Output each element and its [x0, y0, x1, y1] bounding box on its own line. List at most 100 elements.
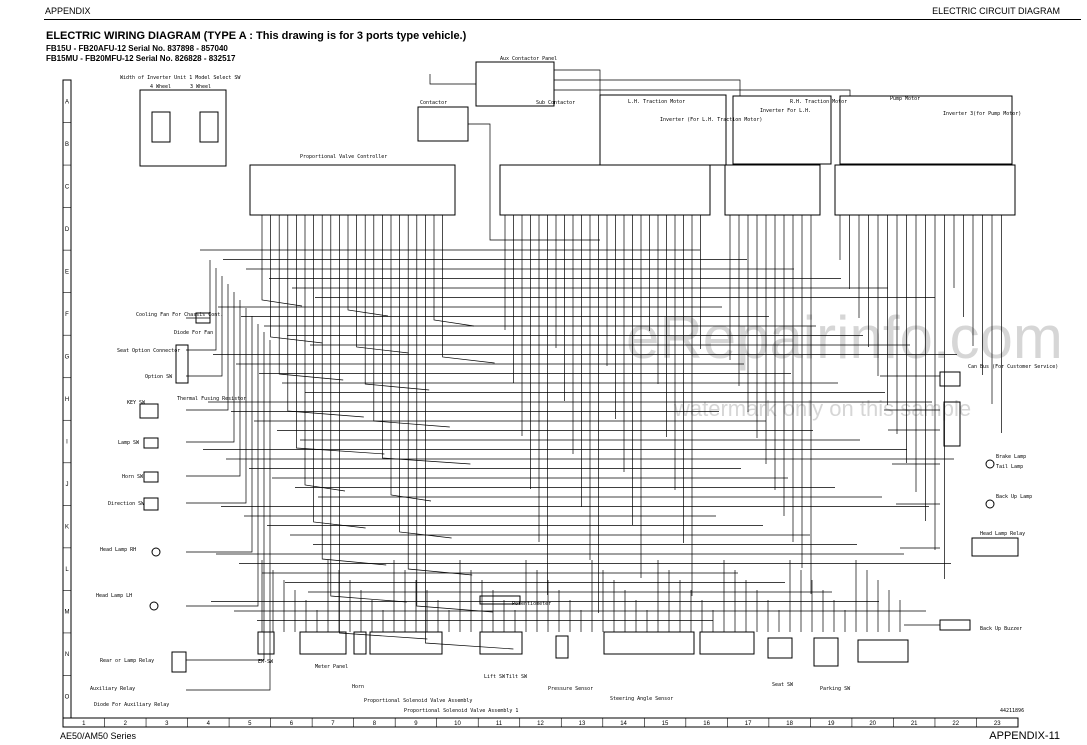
column-label: 11 [496, 721, 503, 727]
lamp-sw-symbol [143, 437, 159, 449]
prop-solenoid-1-label: Proportional Solenoid Valve Assembly [364, 698, 472, 704]
solenoid-valve-connectors [369, 631, 443, 655]
back-up-lamp-symbol [985, 499, 995, 509]
wire [186, 268, 217, 351]
row-label: B [65, 142, 69, 148]
column-label: 2 [124, 721, 128, 727]
key-sw-symbol [139, 403, 159, 419]
column-label: 9 [414, 721, 418, 727]
lh-inverter-controller-box [499, 164, 711, 216]
column-label: 18 [786, 721, 793, 727]
footer-page-number: APPENDIX-11 [989, 730, 1060, 742]
em-sw-label: EM-SW [258, 659, 274, 665]
aux-contactor-panel-box [475, 61, 555, 107]
wire [554, 89, 851, 96]
column-label: 1 [82, 721, 86, 727]
wire [186, 292, 235, 443]
wire [321, 215, 387, 566]
wire [304, 215, 346, 492]
row-label: I [66, 440, 68, 446]
cooling-fan-label: Cooling Fan For Chassis Cont. [136, 312, 223, 318]
model-select-sw-label: Width of Inverter Unit 1 Model Select SW [120, 75, 241, 81]
watermark-sub: watermark only on this sample [674, 396, 972, 421]
proportional-valve-controller-label: Proportional Valve Controller [300, 154, 387, 160]
back-up-lamp-label: Back Up Lamp [996, 494, 1032, 500]
seat-sw-connector [767, 637, 793, 659]
three-wheel-label: 3 Wheel [190, 84, 211, 90]
wire [433, 215, 475, 327]
direction-sw-label: Direction SW [108, 501, 145, 507]
horn-sw-symbol [143, 471, 159, 483]
column-label: 13 [579, 721, 586, 727]
horn-connector [353, 631, 367, 655]
column-label: 20 [869, 721, 876, 727]
header-section-title: ELECTRIC CIRCUIT DIAGRAM [932, 6, 1060, 16]
direction-sw-symbol [143, 497, 159, 511]
header-rule [44, 19, 1081, 20]
option-sw-label: Option SW [145, 374, 173, 380]
row-label: C [65, 184, 70, 190]
inverter-rh-label: Inverter For L.H. [760, 108, 811, 114]
brake-lamp-symbol [985, 459, 995, 469]
back-up-buzzer-label: Back Up Buzzer [980, 626, 1022, 632]
row-label: L [65, 567, 69, 573]
row-label: F [65, 312, 69, 318]
column-label: 7 [331, 721, 335, 727]
wire [554, 79, 741, 96]
wire [186, 284, 229, 411]
aux-relay-label: Auxiliary Relay [90, 686, 135, 692]
three-wheel-connector [199, 111, 219, 143]
wire [330, 215, 407, 603]
head-lamp-rh-symbol [151, 547, 161, 557]
aux-contactor-panel-label: Aux Contactor Panel [500, 56, 557, 62]
row-label: E [65, 269, 69, 275]
wire [186, 300, 241, 477]
wire [382, 215, 471, 465]
parking-sw-connector [813, 637, 839, 667]
pump-motor-label: Pump Motor [890, 96, 920, 102]
traction-connectors [603, 631, 695, 655]
horn-sw-label: Horn SW [122, 474, 144, 480]
pressure-sensor-label: Pressure Sensor [548, 686, 593, 692]
head-lamp-lh-label: Head Lamp LH [96, 593, 132, 599]
column-label: 4 [207, 721, 211, 727]
column-label: 15 [662, 721, 669, 727]
contactor-box [417, 106, 469, 142]
brake-lamp-label: Brake Lamp [996, 454, 1026, 460]
wire [425, 215, 514, 650]
column-label: 17 [745, 721, 752, 727]
row-label: D [65, 227, 70, 233]
wire [186, 316, 253, 553]
lh-traction-motor-box [599, 94, 727, 166]
pressure-sensor-connector [555, 635, 569, 659]
wire [313, 215, 366, 529]
column-label: 22 [952, 721, 959, 727]
diode-aux-label: Diode For Auxiliary Relay [94, 702, 169, 708]
row-label: H [65, 397, 69, 403]
lift-tilt-sw-connectors [479, 631, 523, 655]
column-label: 14 [620, 721, 627, 727]
rh-traction-motor-label: R.H. Traction Motor [790, 99, 847, 105]
four-wheel-connector [151, 111, 171, 143]
row-label: J [66, 482, 69, 488]
wire [296, 215, 385, 455]
header-appendix: APPENDIX [45, 6, 91, 16]
seat-option-label: Seat Option Connector [117, 348, 180, 354]
back-up-buzzer-connector [939, 619, 971, 631]
diagram-title: ELECTRIC WIRING DIAGRAM (TYPE A : This d… [46, 30, 467, 42]
parking-sw-label: Parking SW [820, 686, 851, 692]
lift-sw-label: Lift SW [484, 674, 506, 680]
column-label: 3 [165, 721, 169, 727]
wire [287, 215, 364, 418]
head-lamp-rh-label: Head Lamp RH [100, 547, 136, 553]
wire [399, 215, 452, 539]
wire [186, 308, 247, 504]
pump-motor-box [839, 95, 1013, 165]
wire [186, 340, 271, 691]
wire [186, 276, 223, 377]
wire [390, 215, 432, 502]
row-label: G [65, 354, 70, 360]
column-label: 19 [828, 721, 835, 727]
head-lamp-relay-label: Head Lamp Relay [980, 531, 1025, 537]
